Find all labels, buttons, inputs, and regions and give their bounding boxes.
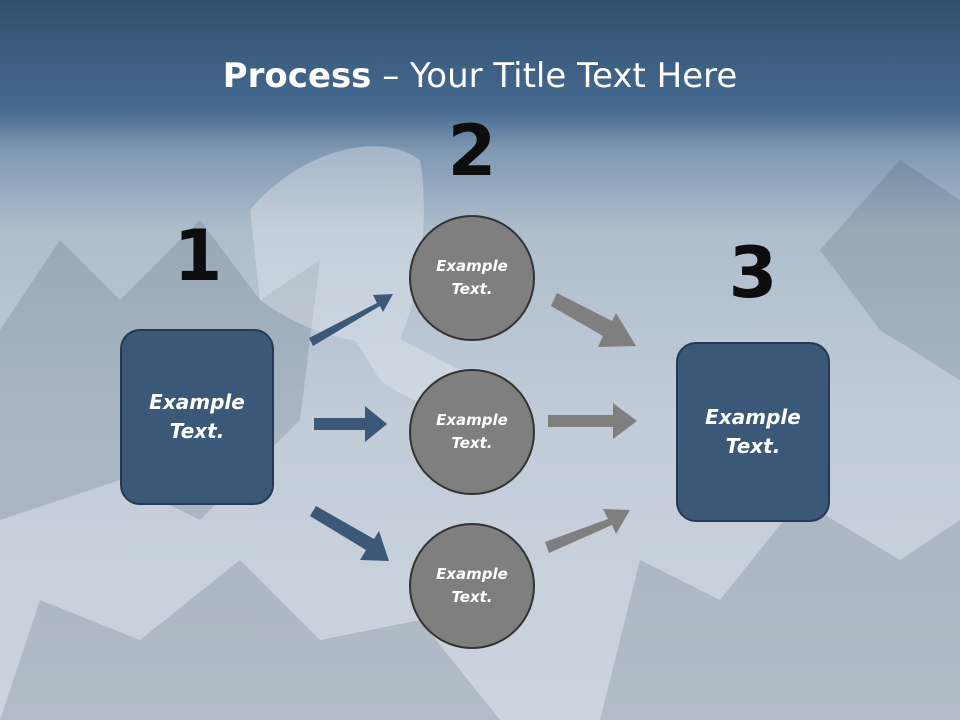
circle-top-line-1: Example bbox=[436, 257, 508, 275]
arrow-right-blue bbox=[314, 406, 387, 442]
left-box-line-2: Text. bbox=[169, 419, 225, 443]
arrow-up-right-blue bbox=[309, 294, 393, 346]
left-box-line-1: Example bbox=[149, 390, 245, 414]
circle-middle-line-2: Text. bbox=[451, 434, 493, 452]
title-bold: Process bbox=[222, 56, 372, 96]
step-number-3: 3 bbox=[728, 232, 778, 314]
circle-top-line-2: Text. bbox=[451, 280, 493, 298]
left-process-box: Example Text. bbox=[120, 329, 274, 505]
circle-step-middle: Example Text. bbox=[409, 369, 535, 495]
arrow-down-right-gray bbox=[551, 293, 636, 347]
title-rest: – Your Title Text Here bbox=[371, 56, 738, 96]
step-number-1: 1 bbox=[173, 215, 223, 297]
arrow-down-right-blue bbox=[310, 506, 389, 561]
arrow-right-gray bbox=[548, 403, 637, 439]
step-number-2: 2 bbox=[447, 110, 497, 192]
circle-step-top: Example Text. bbox=[409, 215, 535, 341]
circle-middle-line-1: Example bbox=[436, 411, 508, 429]
right-box-line-1: Example bbox=[705, 405, 801, 429]
arrow-up-right-gray bbox=[545, 509, 630, 553]
right-process-box: Example Text. bbox=[676, 342, 830, 522]
slide-title: Process – Your Title Text Here bbox=[0, 54, 960, 98]
circle-step-bottom: Example Text. bbox=[409, 523, 535, 649]
right-box-line-2: Text. bbox=[725, 434, 781, 458]
circle-bottom-line-2: Text. bbox=[451, 588, 493, 606]
circle-bottom-line-1: Example bbox=[436, 565, 508, 583]
